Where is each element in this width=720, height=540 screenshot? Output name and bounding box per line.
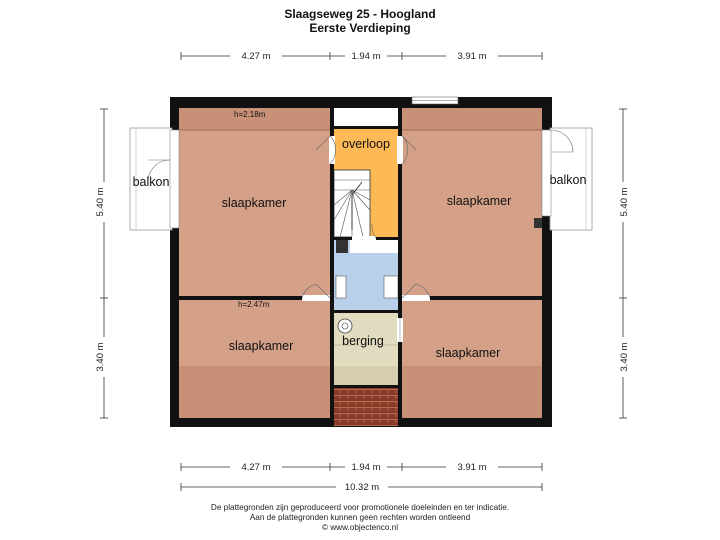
bedroom-bottom-right-slope <box>402 366 542 418</box>
label-storage: berging <box>342 334 384 348</box>
door-bathroom <box>352 223 377 241</box>
dim-right-upper: 5.40 m <box>619 187 630 216</box>
bathroom-sink <box>383 275 399 299</box>
dim-bottom-left: 4.27 m <box>241 462 270 473</box>
dim-bottom-right: 3.91 m <box>457 462 486 473</box>
boiler-icon <box>337 318 353 334</box>
bedroom-bottom-left-slope <box>179 366 330 418</box>
label-bedroom-bottom-left: slaapkamer <box>229 339 294 353</box>
label-landing: overloop <box>342 137 390 151</box>
copyright-link[interactable]: © www.objectenco.nl <box>321 523 399 532</box>
plan-title: Slaagseweg 25 - Hoogland <box>284 7 436 21</box>
dim-bottom-total: 10.32 m <box>345 482 379 493</box>
bedroom-top-left-slope <box>179 108 330 130</box>
balcony-right-door <box>541 129 552 217</box>
label-balcony-right: balkon <box>550 173 587 187</box>
dim-left-upper: 5.40 m <box>95 187 106 216</box>
dim-bottom-middle: 1.94 m <box>351 462 380 473</box>
door-landing-left <box>315 135 336 165</box>
dim-top-right: 3.91 m <box>457 51 486 62</box>
dim-left-lower: 3.40 m <box>95 342 106 371</box>
label-bedroom-bottom-right: slaapkamer <box>436 346 501 360</box>
label-bedroom-top-left: slaapkamer <box>222 196 287 210</box>
plan-subtitle: Eerste Verdieping <box>309 21 411 35</box>
door-landing-right <box>397 135 417 165</box>
bathroom-toilet <box>335 275 347 299</box>
label-bedroom-top-right: slaapkamer <box>447 194 512 208</box>
height-lower: h=2.47m <box>238 300 270 309</box>
disclaimer-line-2: Aan de plattegronden kunnen geen rechten… <box>249 513 471 522</box>
dim-top-left: 4.27 m <box>241 51 270 62</box>
disclaimer-line-1: De plattegronden zijn geproduceerd voor … <box>210 503 510 512</box>
door-bedroom-bottom-right <box>401 283 431 301</box>
bedroom-top-left <box>179 108 330 296</box>
bedroom-top-right <box>402 108 542 296</box>
bathroom-shelf <box>350 240 398 253</box>
dim-right-lower: 3.40 m <box>619 342 630 371</box>
door-bedroom-bottom-left <box>301 283 331 301</box>
dim-top-middle: 1.94 m <box>351 51 380 62</box>
attic-strip <box>334 108 398 126</box>
bedroom-top-right-slope <box>402 108 542 130</box>
label-balcony-left: balkon <box>133 175 170 189</box>
balcony-right <box>549 127 593 231</box>
door-storage <box>397 318 403 342</box>
balcony-left <box>129 127 173 231</box>
roof-tiles <box>334 388 398 426</box>
height-upper: h=2.18m <box>234 110 266 119</box>
balcony-left-door <box>169 129 180 229</box>
